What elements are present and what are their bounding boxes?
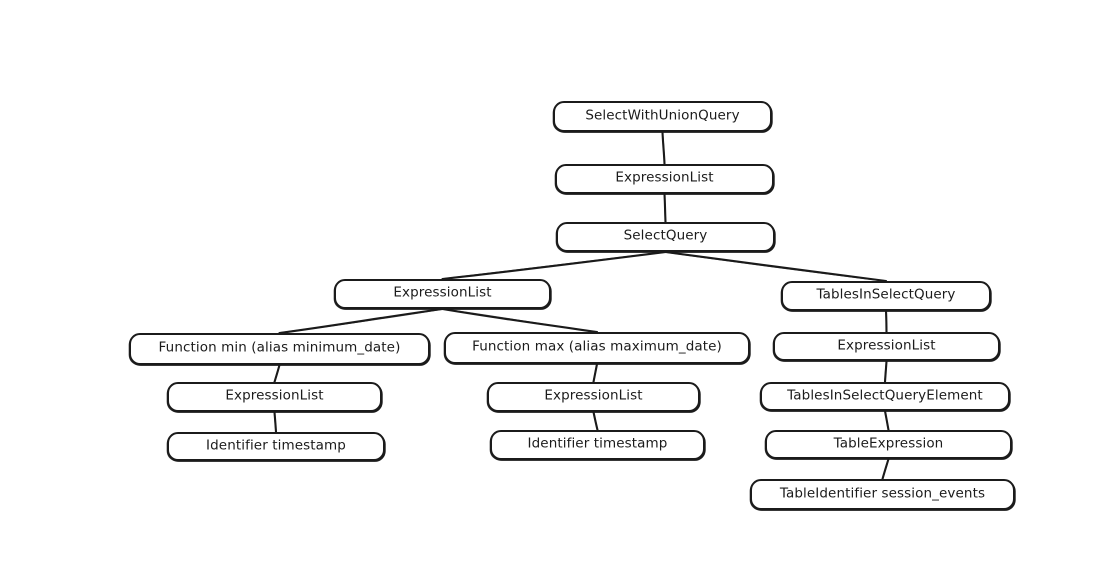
- node-label: TablesInSelectQueryElement: [787, 387, 983, 404]
- node-label: Identifier timestamp: [527, 435, 668, 452]
- node-select-query[interactable]: SelectQuery: [556, 222, 775, 252]
- node-label: TablesInSelectQuery: [816, 286, 956, 303]
- node-table-identifier-session-events[interactable]: TableIdentifier session_events: [750, 479, 1015, 510]
- node-table-expression[interactable]: TableExpression: [765, 430, 1012, 459]
- node-label: Function max (alias maximum_date): [472, 338, 722, 355]
- node-label: ExpressionList: [225, 387, 324, 404]
- node-label: ExpressionList: [837, 337, 936, 354]
- node-tables-in-select-query-element[interactable]: TablesInSelectQueryElement: [760, 382, 1010, 411]
- node-label: SelectQuery: [623, 227, 708, 244]
- node-label: ExpressionList: [544, 387, 643, 404]
- node-label: TableExpression: [833, 435, 944, 452]
- node-select-with-union-query[interactable]: SelectWithUnionQuery: [553, 101, 772, 132]
- node-label: Identifier timestamp: [206, 437, 346, 454]
- node-expression-list-tables[interactable]: ExpressionList: [773, 332, 1000, 361]
- node-label: Function min (alias minimum_date): [158, 339, 401, 356]
- node-label: ExpressionList: [393, 284, 492, 301]
- node-expression-list-min[interactable]: ExpressionList: [167, 382, 382, 412]
- node-tables-in-select-query[interactable]: TablesInSelectQuery: [781, 281, 991, 311]
- node-function-max[interactable]: Function max (alias maximum_date): [444, 332, 750, 364]
- node-label: SelectWithUnionQuery: [585, 107, 740, 124]
- node-identifier-timestamp-min[interactable]: Identifier timestamp: [167, 432, 385, 461]
- node-expression-list-max[interactable]: ExpressionList: [487, 382, 700, 412]
- node-label: TableIdentifier session_events: [779, 485, 986, 502]
- node-label: ExpressionList: [615, 169, 714, 186]
- node-identifier-timestamp-max[interactable]: Identifier timestamp: [490, 430, 705, 460]
- node-expression-list-select[interactable]: ExpressionList: [334, 279, 551, 309]
- node-expression-list-root[interactable]: ExpressionList: [555, 164, 774, 194]
- node-function-min[interactable]: Function min (alias minimum_date): [129, 333, 430, 365]
